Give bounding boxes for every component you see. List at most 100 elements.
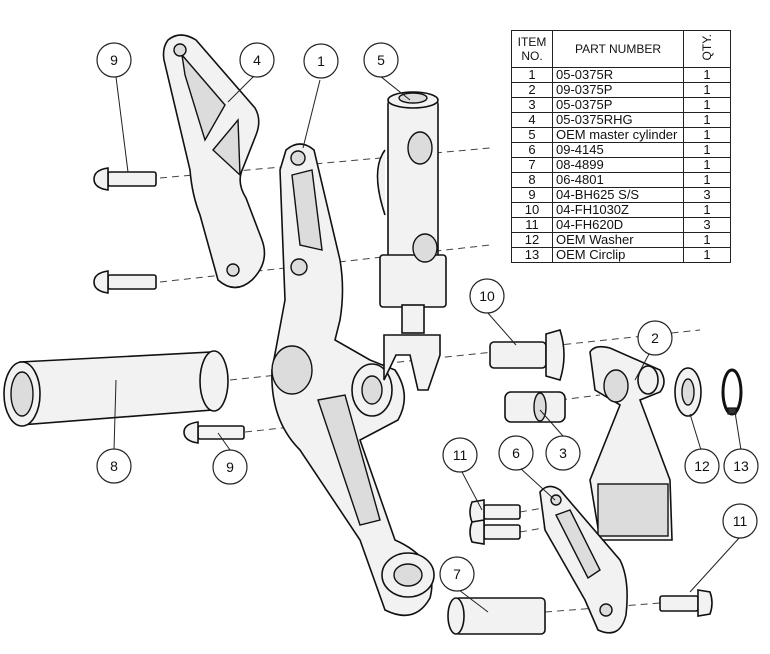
svg-text:10: 10 [479, 288, 495, 304]
circlip-part [721, 368, 743, 416]
leader-line [539, 409, 564, 437]
svg-text:5: 5 [377, 52, 385, 68]
callout-3: 3 [545, 435, 581, 471]
svg-text:7: 7 [453, 566, 461, 582]
bom-qty: 1 [683, 112, 731, 128]
bom-qty: 1 [683, 232, 731, 248]
svg-text:1: 1 [317, 53, 325, 69]
bom-item-no: 4 [511, 112, 553, 128]
svg-text:11: 11 [733, 513, 748, 529]
bom-header-row: ITEM NO. PART NUMBER QTY. [511, 30, 731, 68]
bom-part-number: OEM master cylinder [552, 127, 684, 143]
bom-item-no: 11 [511, 217, 553, 233]
leader-line [519, 467, 556, 501]
leader-line [113, 379, 117, 451]
leader-line [734, 411, 742, 451]
bom-item-no: 6 [511, 142, 553, 158]
linkage-plate-part [539, 485, 628, 634]
svg-text:6: 6 [512, 445, 520, 461]
leader-line [458, 589, 489, 613]
bom-item-no: 5 [511, 127, 553, 143]
bom-header-part: PART NUMBER [552, 30, 684, 68]
svg-text:12: 12 [694, 458, 710, 474]
callout-12: 12 [684, 448, 720, 484]
bom-qty: 1 [683, 127, 731, 143]
axis-line [559, 394, 601, 401]
bom-item-no: 2 [511, 82, 553, 98]
bolt-part [183, 421, 245, 444]
bom-part-number: 09-4145 [552, 142, 684, 158]
callout-13: 13 [723, 448, 759, 484]
bom-part-number: 04-FH620D [552, 217, 684, 233]
svg-text:9: 9 [226, 459, 234, 475]
bom-part-number: 05-0375P [552, 97, 684, 113]
bom-qty: 1 [683, 172, 731, 188]
svg-text:2: 2 [651, 330, 659, 346]
bom-qty: 1 [683, 82, 731, 98]
bom-qty: 3 [683, 187, 731, 203]
washer-part [674, 367, 702, 417]
bom-header-item: ITEM NO. [511, 30, 553, 68]
screw-part [469, 519, 521, 545]
bom-qty: 1 [683, 97, 731, 113]
callout-8: 8 [96, 448, 132, 484]
screw-part [659, 589, 713, 617]
svg-text:9: 9 [110, 52, 118, 68]
bom-item-no: 1 [511, 67, 553, 83]
bom-part-number: 04-FH1030Z [552, 202, 684, 218]
leader-line [302, 79, 321, 149]
screw-part [489, 329, 565, 381]
bom-part-number: 05-0375RHG [552, 112, 684, 128]
callout-11: 11 [442, 437, 478, 473]
svg-text:4: 4 [253, 52, 261, 68]
spacer-part [504, 391, 566, 423]
bom-item-no: 13 [511, 247, 553, 263]
callout-7: 7 [439, 556, 475, 592]
callout-11: 11 [722, 503, 758, 539]
bom-part-number: 04-BH625 S/S [552, 187, 684, 203]
bom-part-number: 09-0375P [552, 82, 684, 98]
bom-part-number: OEM Washer [552, 232, 684, 248]
bom-part-number: 06-4801 [552, 172, 684, 188]
bom-qty: 1 [683, 142, 731, 158]
callout-1: 1 [303, 43, 339, 79]
leader-line [689, 536, 741, 593]
bom-part-number: OEM Circlip [552, 247, 684, 263]
bolt-part [93, 167, 157, 191]
callout-10: 10 [469, 278, 505, 314]
bom-qty: 1 [683, 247, 731, 263]
bom-qty: 1 [683, 202, 731, 218]
bom-item-no: 9 [511, 187, 553, 203]
svg-text:13: 13 [733, 458, 749, 474]
callout-4: 4 [239, 42, 275, 78]
bom-item-no: 8 [511, 172, 553, 188]
callout-5: 5 [363, 42, 399, 78]
bom-item-no: 3 [511, 97, 553, 113]
svg-text:11: 11 [453, 447, 468, 463]
master-cylinder-part [376, 91, 447, 391]
bom-part-number: 05-0375R [552, 67, 684, 83]
main-bracket-part [271, 143, 435, 617]
leader-line [486, 311, 517, 346]
bolt-part [93, 270, 157, 294]
bushing-part [447, 597, 546, 635]
bom-item-no: 12 [511, 232, 553, 248]
callout-9: 9 [96, 42, 132, 78]
bom-item-no: 7 [511, 157, 553, 173]
pedal-arm-part [589, 345, 673, 541]
svg-text:3: 3 [559, 445, 567, 461]
callout-2: 2 [637, 320, 673, 356]
heel-guard-part [162, 34, 266, 289]
